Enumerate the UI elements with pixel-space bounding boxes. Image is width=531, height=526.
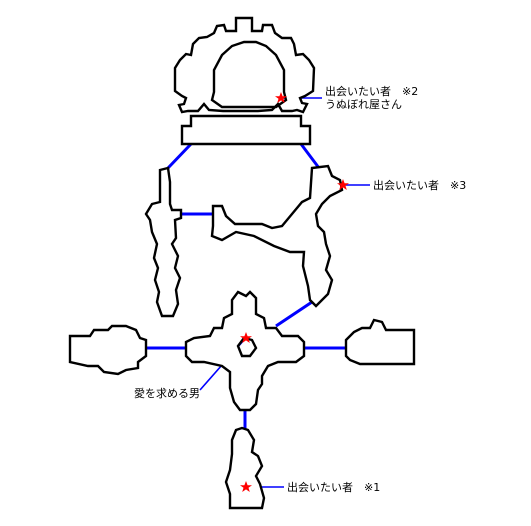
west-wing [144, 166, 183, 318]
label-lover: 愛を求める男 [134, 387, 200, 400]
label-npc2-name: うぬぼれ屋さん [325, 98, 402, 111]
label-npc2-title: 出会いたい者 ※2 [325, 85, 419, 98]
corridor-castle-right [299, 143, 321, 169]
rooms [68, 16, 416, 510]
corridor-to-plaza [275, 300, 313, 328]
star-npc3-icon [337, 179, 349, 190]
east-room [344, 318, 416, 366]
south-room [224, 426, 266, 510]
markers [240, 92, 349, 492]
label-npc3: 出会いたい者 ※3 [373, 179, 467, 192]
star-npc2-icon [275, 92, 287, 103]
central-plaza [184, 290, 306, 412]
star-lover-icon [240, 332, 252, 343]
label-npc1: 出会いたい者 ※1 [287, 481, 381, 494]
leaders [199, 97, 370, 488]
castle-top-room [173, 16, 316, 114]
label-npc2: 出会いたい者 ※2 うぬぼれ屋さん [325, 85, 418, 111]
castle-middle-hall [180, 114, 312, 146]
corridor-castle-left [166, 142, 193, 170]
west-room [68, 324, 148, 376]
corridors [146, 142, 346, 430]
central-passage [210, 164, 344, 308]
star-npc1-icon [240, 481, 252, 492]
